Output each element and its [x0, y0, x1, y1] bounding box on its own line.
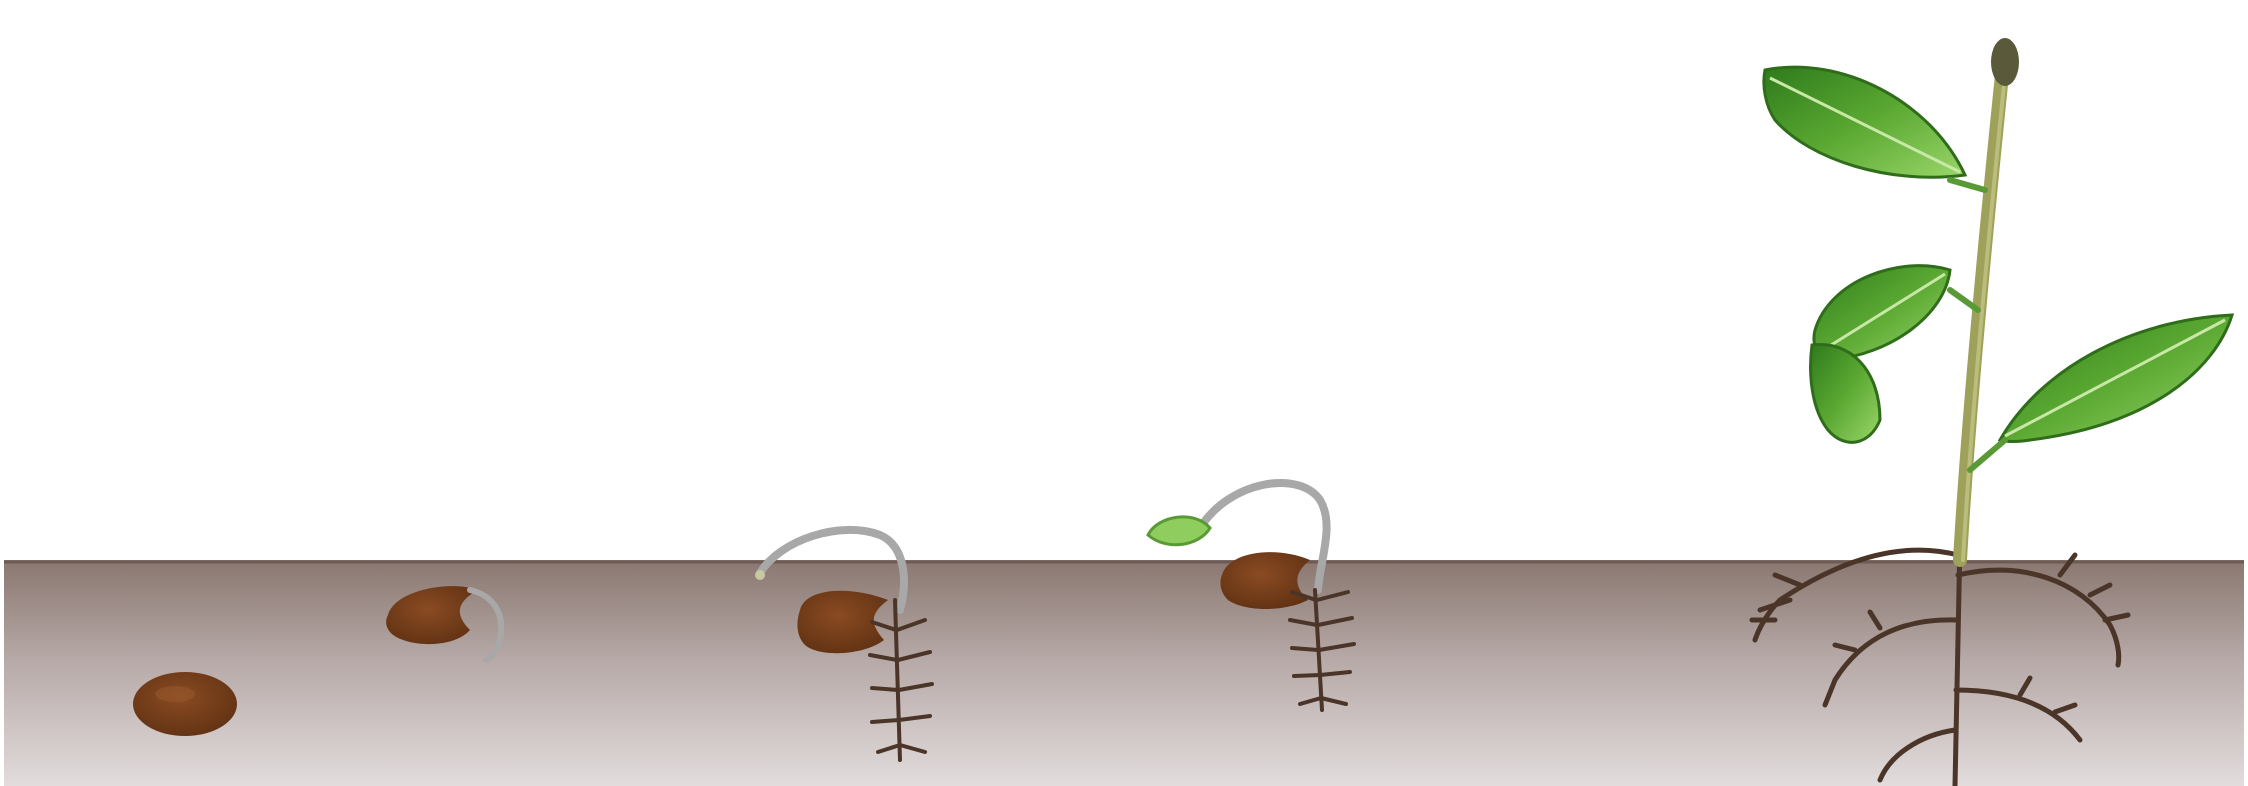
seed: [133, 672, 237, 736]
soil-band: [4, 560, 2244, 786]
stage-1-seed: [133, 672, 237, 736]
seed-highlight: [155, 686, 195, 702]
seed-coat: [1220, 552, 1310, 609]
terminal-bud: [1991, 38, 2019, 86]
hook-tip: [755, 570, 765, 580]
